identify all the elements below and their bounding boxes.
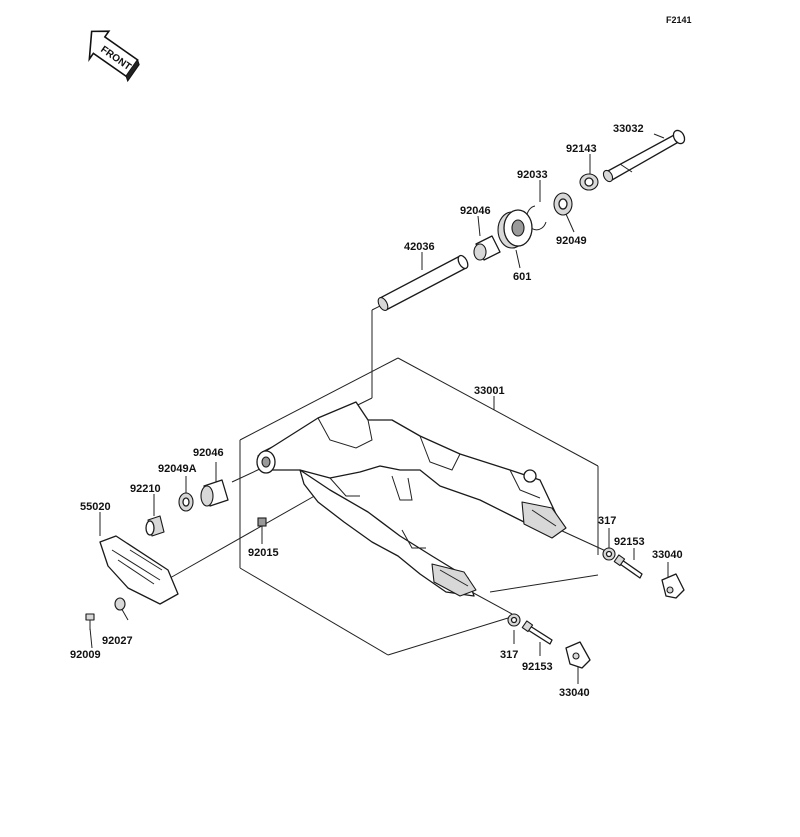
label-42036: 42036 xyxy=(404,241,435,253)
label-92027: 92027 xyxy=(102,635,133,647)
washer-92027-part xyxy=(114,597,126,611)
label-92049-top: 92049 xyxy=(556,235,587,247)
label-601: 601 xyxy=(513,271,531,283)
bolt-92009-part xyxy=(85,613,95,630)
chain-guard-part xyxy=(99,535,179,605)
label-92015: 92015 xyxy=(248,547,279,559)
label-33032: 33032 xyxy=(613,123,644,135)
swingarm-part xyxy=(256,401,567,597)
bushing-left-part xyxy=(200,479,229,507)
label-92033: 92033 xyxy=(517,169,548,181)
figure-code: F2141 xyxy=(666,15,692,25)
label-33001: 33001 xyxy=(474,385,505,397)
oil-seal-top-part xyxy=(553,192,573,216)
label-92046-left: 92046 xyxy=(193,447,224,459)
label-317-right: 317 xyxy=(598,515,616,527)
oil-seal-left-part xyxy=(178,492,194,512)
collar-left-part xyxy=(145,515,165,537)
label-92009: 92009 xyxy=(70,649,101,661)
bearing-part xyxy=(497,209,533,249)
label-92049a: 92049A xyxy=(158,463,197,475)
label-33040-right: 33040 xyxy=(652,549,683,561)
label-92153-bottom: 92153 xyxy=(522,661,553,673)
sleeve-part xyxy=(377,254,469,312)
nut-317-bottom-part xyxy=(507,613,521,627)
chain-adjuster-bottom-part xyxy=(565,641,591,669)
label-317-bottom: 317 xyxy=(500,649,518,661)
front-arrow-icon: FRONT xyxy=(88,30,140,83)
label-92210: 92210 xyxy=(130,483,161,495)
chain-adjuster-right-part xyxy=(661,573,685,599)
label-92046-top: 92046 xyxy=(460,205,491,217)
nut-317-right-part xyxy=(602,547,616,561)
label-92143: 92143 xyxy=(566,143,597,155)
bolt-92153-right-part xyxy=(613,554,643,579)
collar-part xyxy=(579,173,599,191)
label-92153-right: 92153 xyxy=(614,536,645,548)
label-55020: 55020 xyxy=(80,501,111,513)
label-33040-bottom: 33040 xyxy=(559,687,590,699)
leader-lines xyxy=(89,133,669,684)
pivot-shaft-part xyxy=(602,129,686,183)
grommet-part xyxy=(257,517,267,527)
bushing-top-part xyxy=(473,235,501,261)
bolt-92153-bottom-part xyxy=(521,620,553,645)
part-labels: 33032 92143 92033 92046 92049 601 42036 … xyxy=(70,123,683,699)
